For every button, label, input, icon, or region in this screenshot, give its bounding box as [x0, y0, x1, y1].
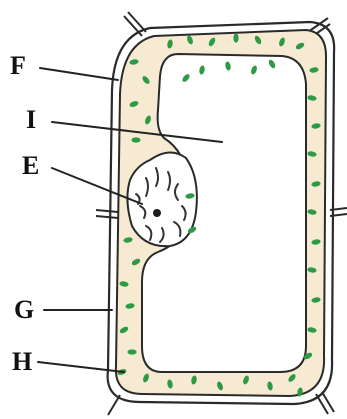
wall-stub-bottom-right — [322, 392, 334, 412]
chloroplast — [127, 349, 136, 354]
label-f: F — [10, 51, 26, 80]
chloroplast — [131, 137, 140, 142]
leader-line-h — [38, 362, 124, 372]
nucleolus — [153, 209, 161, 217]
leader-line-f — [40, 68, 118, 80]
label-i: I — [26, 105, 36, 134]
wall-stub-left — [96, 210, 118, 212]
label-e: E — [22, 151, 39, 180]
label-h: H — [12, 347, 32, 376]
wall-stub-left-2 — [96, 216, 118, 218]
chloroplast — [233, 33, 238, 42]
label-g: G — [14, 295, 34, 324]
